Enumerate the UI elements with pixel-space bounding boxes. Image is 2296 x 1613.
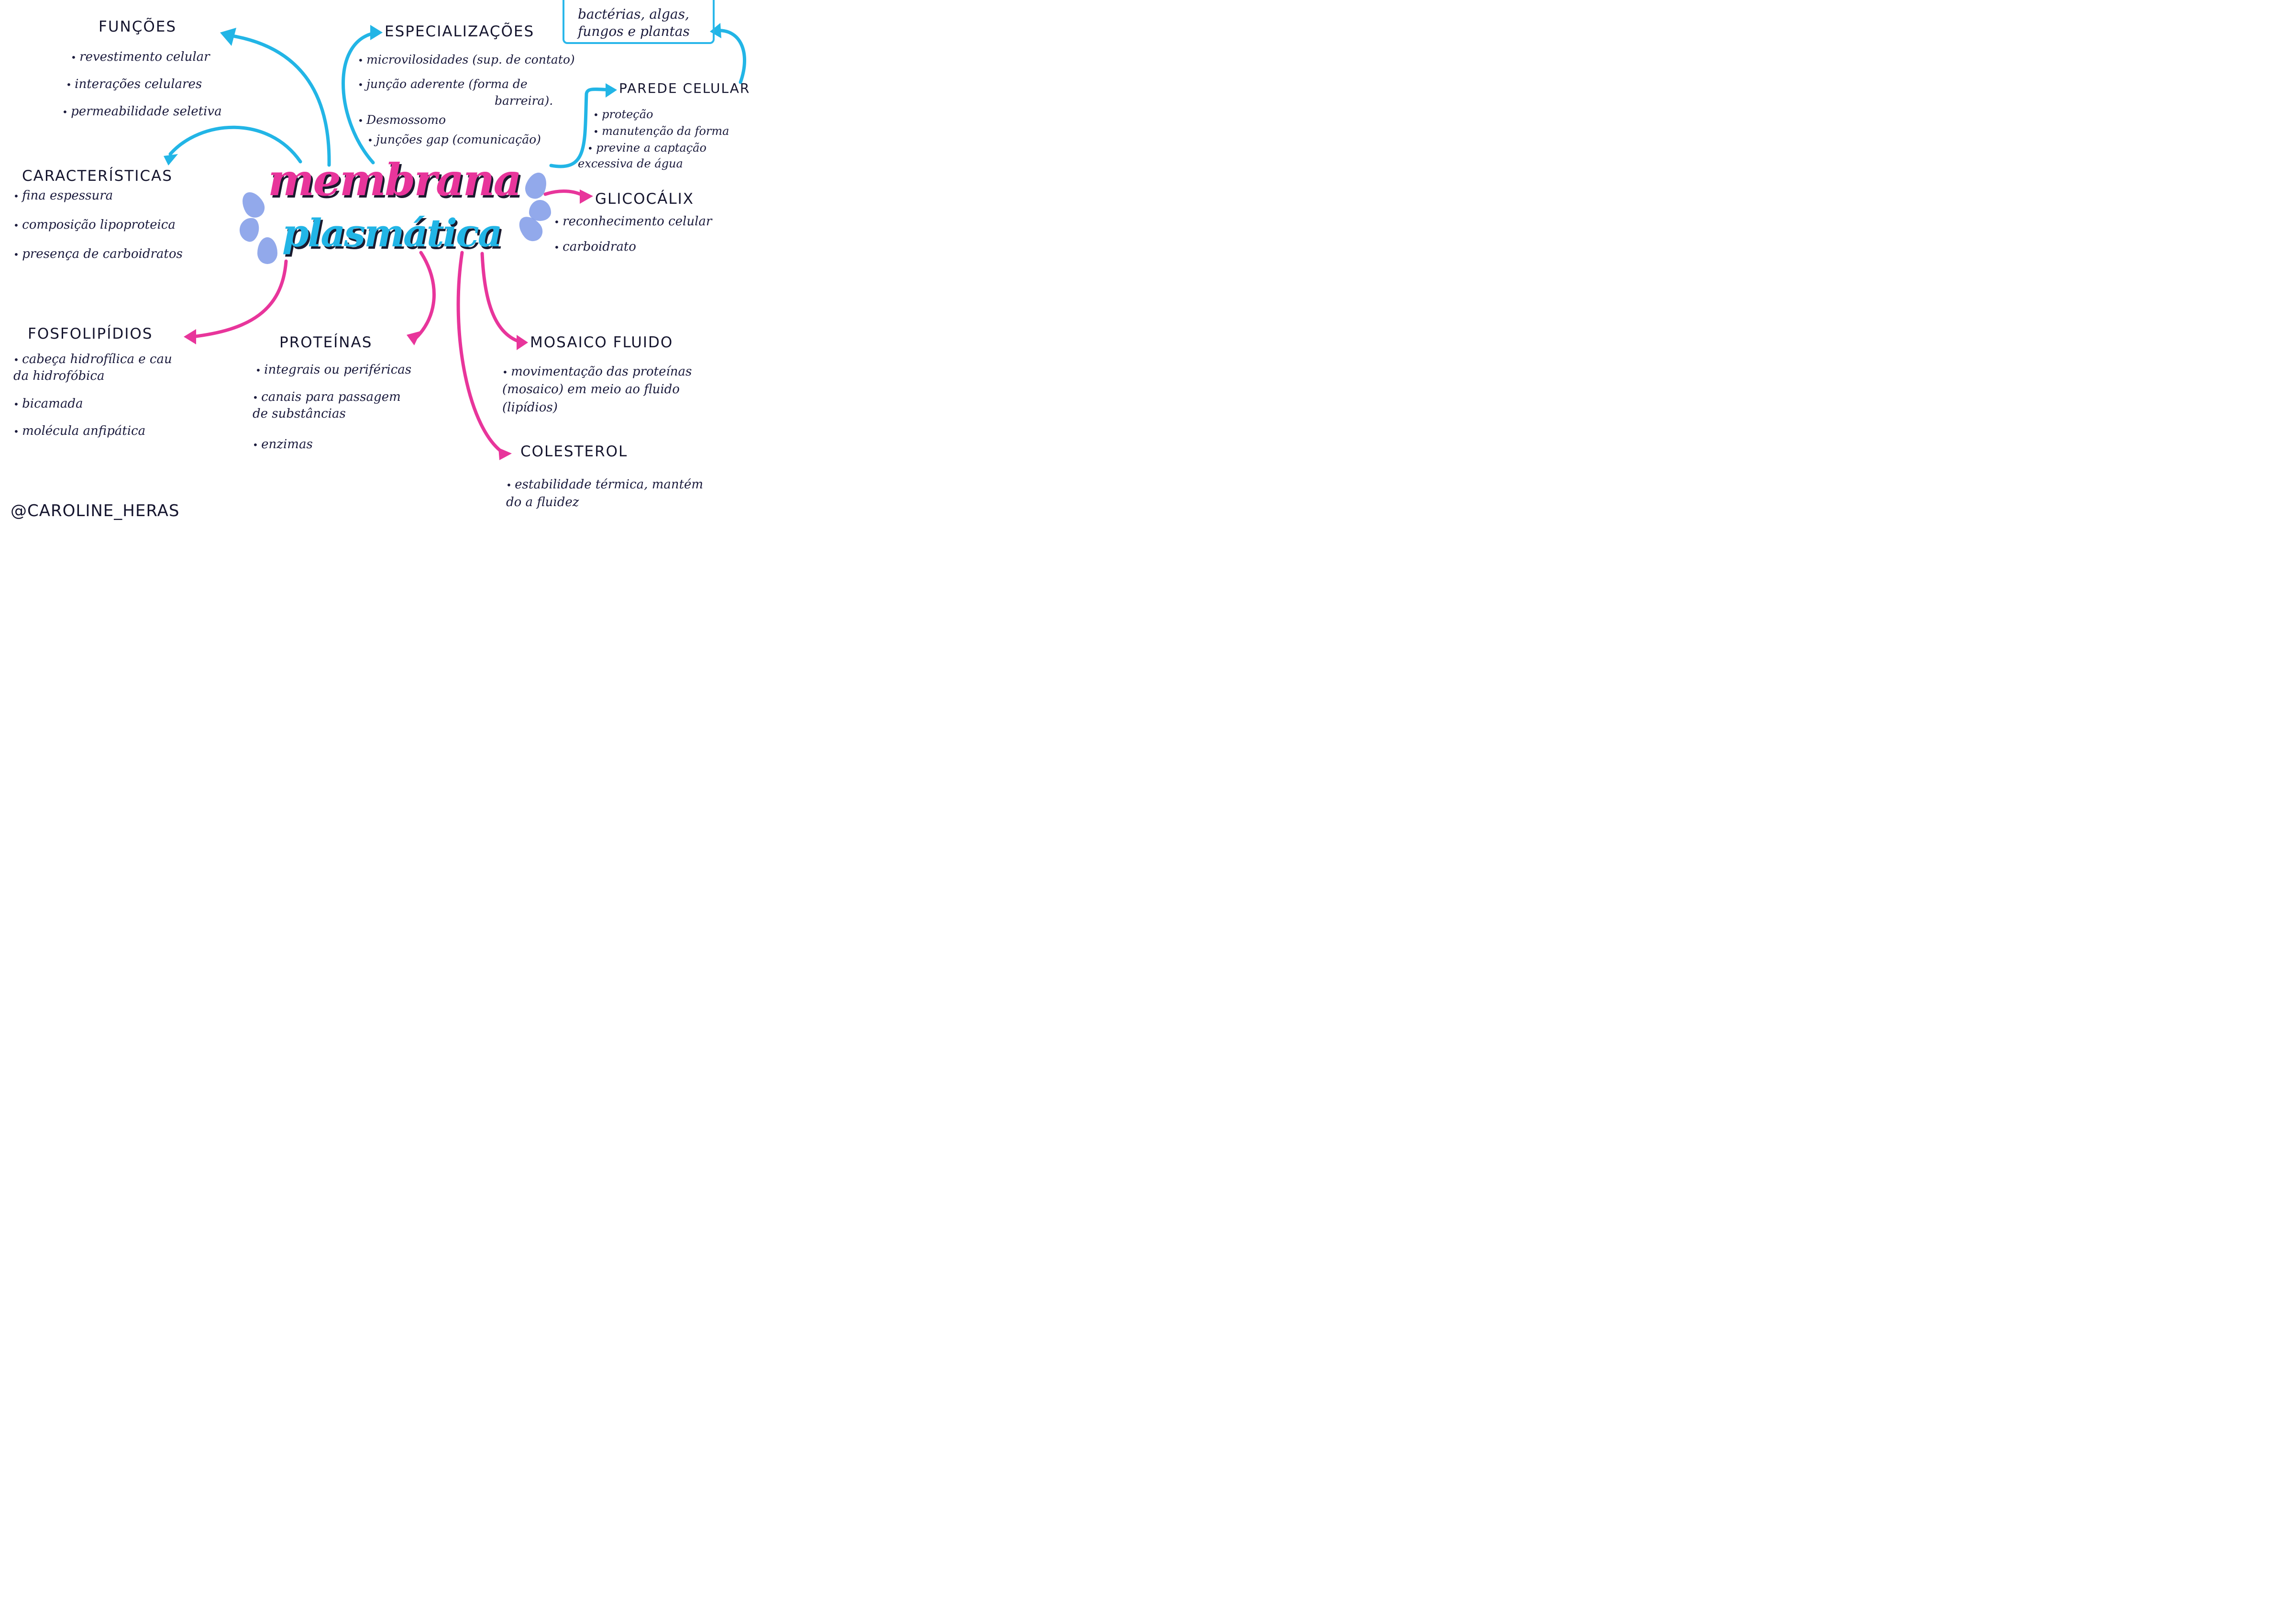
list-item: enzimas — [253, 436, 411, 453]
list-item: Desmossomo — [358, 112, 575, 129]
arrow-to-caracteristicas — [168, 125, 302, 164]
list-item-continuation: barreira). — [495, 94, 553, 108]
drop-decoration — [529, 200, 551, 221]
list-item: estabilidade térmica, mantém — [506, 476, 703, 493]
list-item: presença de carboidratos — [13, 246, 183, 263]
list-item: junção aderente (forma de — [358, 76, 575, 93]
list-item: reconhecimento celular — [554, 213, 712, 230]
arrowhead-caracteristicas — [164, 154, 178, 166]
heading-funcoes: FUNÇÕES — [99, 18, 177, 35]
list-item: fina espessura — [13, 188, 183, 204]
list-item-continuation: (mosaico) em meio ao fluido — [502, 382, 680, 397]
list-item: interações celulares — [66, 76, 222, 93]
heading-mosaico-fluido: MOSAICO FLUIDO — [530, 334, 673, 351]
arrowhead-parede — [606, 83, 617, 98]
arrow-to-especializacoes — [342, 31, 380, 165]
arrowhead-proteinas — [407, 331, 421, 345]
list-item: proteção — [593, 106, 729, 123]
list-item: bicamada — [13, 396, 172, 412]
list-proteinas: integrais ou periféricas canais para pas… — [253, 362, 411, 453]
list-item-continuation: (lipídios) — [502, 400, 558, 415]
note-line: fungos e plantas — [578, 23, 690, 39]
list-item-continuation: do a fluidez — [506, 495, 579, 509]
arrow-to-mosaico — [480, 252, 524, 344]
list-funcoes: revestimento celular interações celulare… — [71, 49, 222, 120]
list-colesterol: estabilidade térmica, mantém do a fluide… — [506, 476, 703, 511]
list-item: molécula anfipática — [13, 423, 172, 440]
arrowhead-mosaico — [517, 335, 528, 350]
arrow-to-colesterol — [456, 251, 506, 455]
list-item: revestimento celular — [71, 49, 222, 66]
list-item: movimentação das proteínas — [502, 364, 692, 380]
arrow-to-proteinas — [414, 251, 436, 340]
list-item: integrais ou periféricas — [255, 362, 411, 378]
list-item: permeabilidade seletiva — [62, 103, 221, 120]
arrowhead-colesterol — [498, 448, 512, 460]
list-item: canais para passagem — [253, 389, 411, 406]
arrowhead-fosfolipidios — [184, 329, 196, 344]
arrow-to-funcoes — [228, 33, 331, 167]
list-especializacoes: microvilosidades (sup. de contato) junçã… — [358, 52, 575, 148]
arrow-to-parede — [549, 87, 613, 168]
list-item: cabeça hidrofílica e cau — [13, 351, 172, 368]
list-glicocalix: reconhecimento celular carboidrato — [554, 213, 712, 255]
heading-proteinas: PROTEÍNAS — [279, 334, 373, 351]
drop-decoration — [257, 237, 277, 264]
list-mosaico-fluido: movimentação das proteínas (mosaico) em … — [502, 364, 692, 417]
list-item: previne a captação — [587, 140, 729, 156]
list-item: carboidrato — [554, 239, 712, 255]
heading-caracteristicas: CARACTERÍSTICAS — [22, 167, 173, 185]
note-box: bactérias, algas, fungos e plantas — [563, 0, 715, 44]
list-item: junções gap (comunicação) — [367, 132, 575, 148]
title-plasmatica: plasmática — [282, 210, 503, 255]
arrowhead-glicocalix — [580, 189, 593, 204]
arrowhead-funcoes — [220, 28, 236, 46]
list-item-continuation: excessiva de água — [578, 157, 683, 170]
heading-glicocalix: GLICOCÁLIX — [595, 190, 694, 208]
list-caracteristicas: fina espessura composição lipoproteica p… — [13, 188, 183, 263]
heading-fosfolipidios: FOSFOLIPÍDIOS — [28, 325, 153, 342]
note-line: bactérias, algas, — [578, 6, 689, 22]
connector-arrows — [164, 23, 746, 460]
list-item: manutenção da forma — [593, 123, 729, 140]
arrow-to-fosfolipidios — [190, 259, 288, 339]
title-membrana: membrana — [268, 154, 522, 206]
list-item-continuation: de substâncias — [253, 407, 346, 421]
arrow-to-glicocalix — [543, 189, 586, 198]
list-parede-celular: proteção manutenção da forma previne a c… — [578, 106, 729, 171]
list-item-continuation: da hidrofóbica — [13, 369, 105, 383]
heading-especializacoes: ESPECIALIZAÇÕES — [385, 23, 535, 40]
heading-colesterol: COLESTEROL — [520, 443, 628, 460]
author-credit: @CAROLINE_HERAS — [11, 501, 180, 520]
list-item: microvilosidades (sup. de contato) — [358, 52, 574, 68]
list-item: composição lipoproteica — [13, 217, 183, 233]
arrowhead-note — [710, 23, 721, 38]
heading-parede-celular: PAREDE CELULAR — [619, 80, 751, 96]
arrowhead-especializacoes — [370, 25, 383, 40]
list-fosfolipidios: cabeça hidrofílica e cau da hidrofóbica … — [13, 351, 172, 440]
arrow-to-note — [715, 29, 746, 84]
